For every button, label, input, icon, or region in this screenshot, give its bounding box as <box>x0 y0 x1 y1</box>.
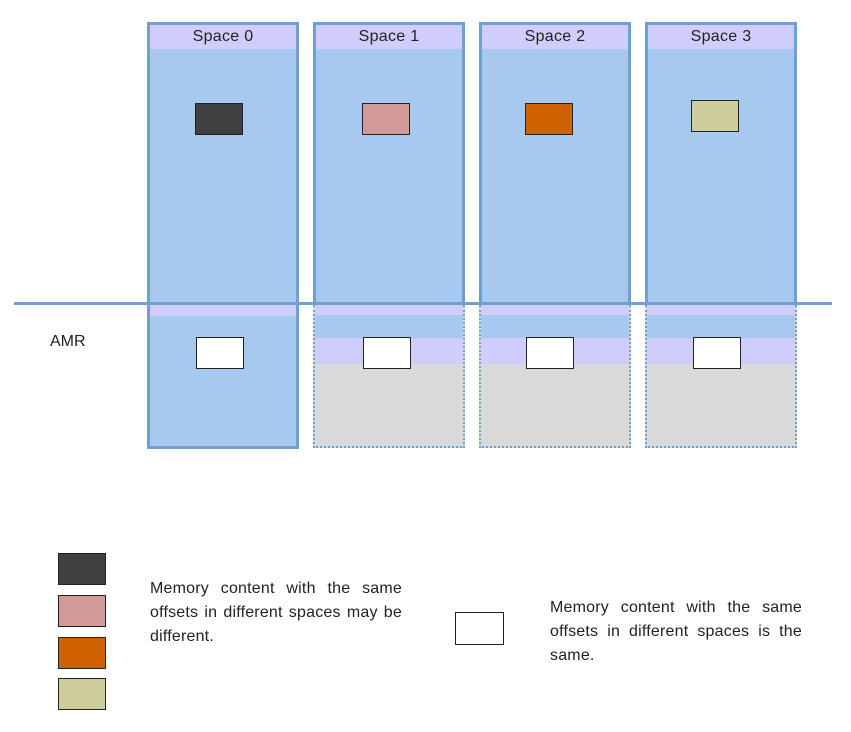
amr-space-2-region <box>479 305 631 448</box>
legend-swatch-orange <box>58 637 106 669</box>
amr-space-2-shared-block <box>526 337 574 369</box>
space-0-column: Space 0 <box>147 22 299 305</box>
amr-space-3-header-band <box>647 305 795 315</box>
legend-swatch-khaki <box>58 678 106 710</box>
amr-divider-line <box>14 302 832 305</box>
amr-space-1-blue-band <box>315 315 463 338</box>
space-2-memory-block <box>525 103 573 135</box>
amr-space-1-header-band <box>315 305 463 315</box>
amr-space-0-header-band <box>150 305 296 316</box>
space-3-memory-block <box>691 100 739 132</box>
space-1-column: Space 1 <box>313 22 465 305</box>
amr-space-3-region <box>645 305 797 448</box>
space-0-memory-block <box>195 103 243 135</box>
space-3-header: Space 3 <box>648 25 794 49</box>
amr-space-0-shared-block <box>196 337 244 369</box>
space-2-header: Space 2 <box>482 25 628 49</box>
amr-space-2-blue-band <box>481 315 629 338</box>
legend-swatch-pink <box>58 595 106 627</box>
legend-same-text: Memory content with the same offsets in … <box>550 599 802 664</box>
legend-different-text: Memory content with the same offsets in … <box>150 580 402 645</box>
amr-space-3-shared-block <box>693 337 741 369</box>
legend-swatch-white <box>455 612 504 645</box>
space-1-header: Space 1 <box>316 25 462 49</box>
amr-space-2-header-band <box>481 305 629 315</box>
space-3-column: Space 3 <box>645 22 797 305</box>
space-1-memory-block <box>362 103 410 135</box>
space-2-column: Space 2 <box>479 22 631 305</box>
amr-space-1-shared-block <box>363 337 411 369</box>
legend-swatch-dark-gray <box>58 553 106 585</box>
space-0-header: Space 0 <box>150 25 296 49</box>
amr-space-0-region <box>147 305 299 449</box>
amr-label: AMR <box>50 333 86 350</box>
amr-space-1-region <box>313 305 465 448</box>
amr-space-3-blue-band <box>647 315 795 338</box>
